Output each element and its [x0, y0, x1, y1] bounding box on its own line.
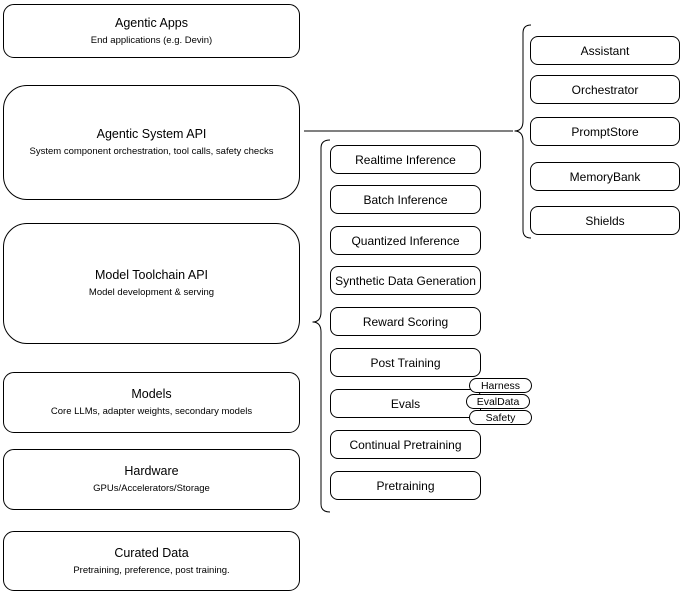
node-memorybank: MemoryBank [530, 162, 680, 191]
tag-evaldata: EvalData [466, 394, 530, 409]
node-agentic-apps: Agentic Apps End applications (e.g. Devi… [3, 4, 300, 58]
node-post-training: Post Training [330, 348, 481, 377]
node-assistant: Assistant [530, 36, 680, 65]
node-hardware: Hardware GPUs/Accelerators/Storage [3, 449, 300, 510]
node-subtitle: Core LLMs, adapter weights, secondary mo… [50, 406, 253, 418]
system-components-curly-brace [514, 24, 532, 239]
node-reward-scoring: Reward Scoring [330, 307, 481, 336]
node-subtitle: Model development & serving [88, 287, 215, 299]
tag-harness: Harness [469, 378, 532, 393]
node-quantized-inference: Quantized Inference [330, 226, 481, 255]
node-title: Agentic Apps [115, 15, 188, 30]
node-subtitle: End applications (e.g. Devin) [90, 34, 213, 46]
node-title: Hardware [124, 464, 179, 479]
toolchain-curly-brace [312, 139, 331, 513]
node-title: Model Toolchain API [94, 268, 209, 283]
node-subtitle: System component orchestration, tool cal… [29, 146, 274, 158]
node-evals: Evals [330, 389, 481, 418]
node-shields: Shields [530, 206, 680, 235]
node-promptstore: PromptStore [530, 117, 680, 146]
node-agentic-system-api: Agentic System API System component orch… [3, 85, 300, 200]
node-batch-inference: Batch Inference [330, 185, 481, 214]
node-model-toolchain-api: Model Toolchain API Model development & … [3, 223, 300, 344]
node-title: Curated Data [114, 545, 189, 560]
node-pretraining: Pretraining [330, 471, 481, 500]
node-realtime-inference: Realtime Inference [330, 145, 481, 174]
node-subtitle: Pretraining, preference, post training. [73, 564, 230, 576]
node-synthetic-data-generation: Synthetic Data Generation [330, 266, 481, 295]
node-models: Models Core LLMs, adapter weights, secon… [3, 372, 300, 433]
node-orchestrator: Orchestrator [530, 75, 680, 104]
node-continual-pretraining: Continual Pretraining [330, 430, 481, 459]
tag-safety: Safety [469, 410, 532, 425]
node-title: Agentic System API [96, 127, 207, 142]
node-curated-data: Curated Data Pretraining, preference, po… [3, 531, 300, 591]
node-subtitle: GPUs/Accelerators/Storage [93, 483, 210, 495]
node-title: Models [131, 387, 172, 402]
